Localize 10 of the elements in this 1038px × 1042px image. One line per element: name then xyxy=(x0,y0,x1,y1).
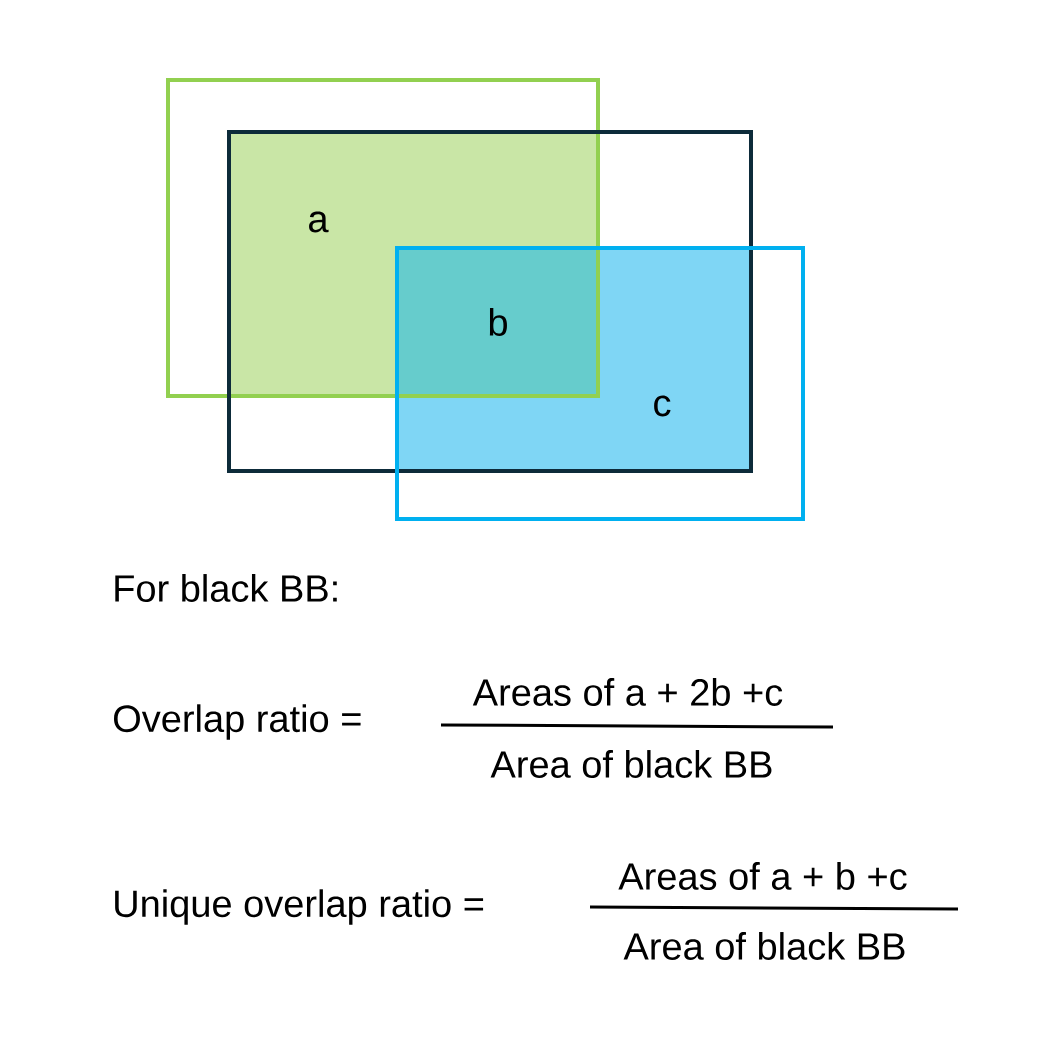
formula-text: Overlap ratio = xyxy=(114,704,361,740)
region-label: c xyxy=(654,395,671,417)
denominator-text: Area of black BB xyxy=(623,932,905,960)
numerator-text: Areas of a + b +c xyxy=(618,862,907,890)
region-label: b xyxy=(489,308,507,336)
numerator-text: Areas of a + 2b +c xyxy=(472,678,783,706)
formula-text: Unique overlap ratio = xyxy=(115,889,484,925)
region-label: a xyxy=(309,211,329,233)
denominator-text: Area of black BB xyxy=(490,750,772,778)
heading-text: For black BB: xyxy=(115,574,337,602)
